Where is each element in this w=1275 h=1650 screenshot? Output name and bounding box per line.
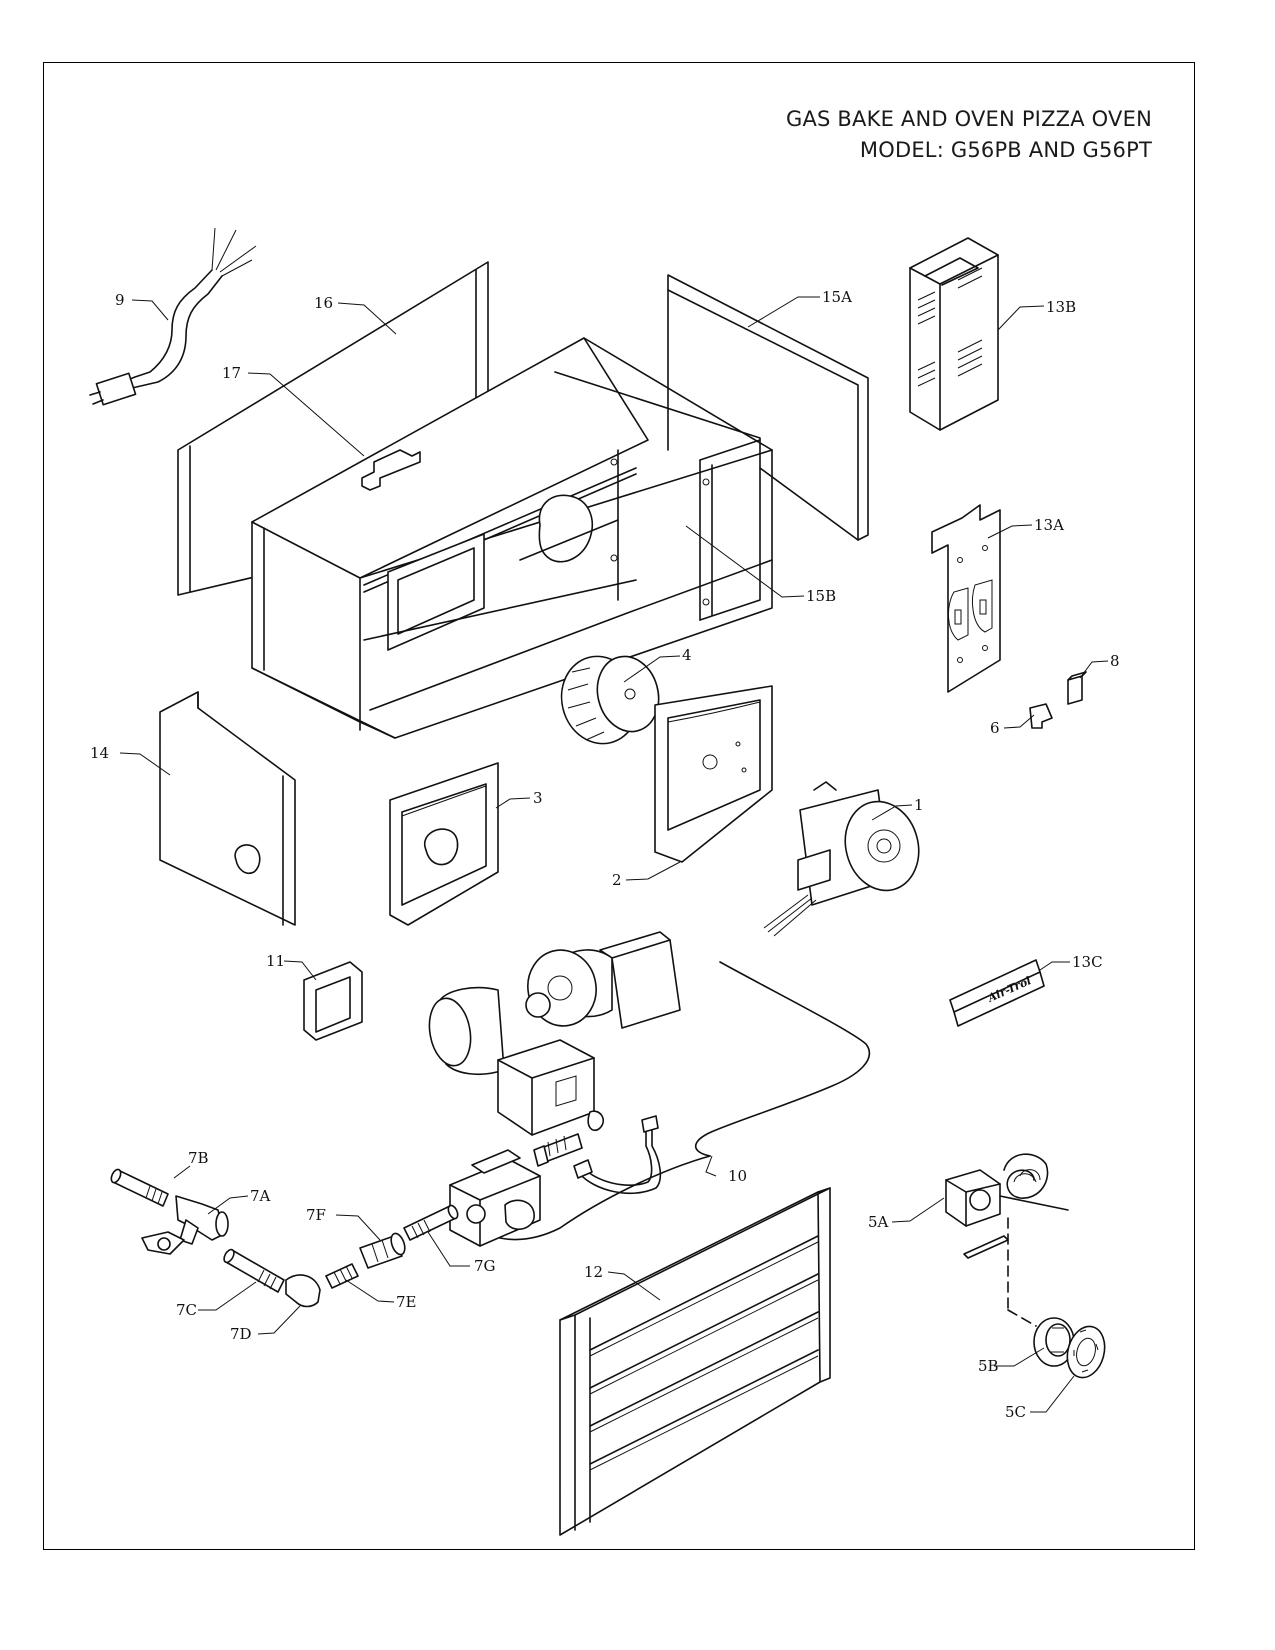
callout-7g: 7G (474, 1257, 496, 1275)
callout-11: 11 (266, 952, 285, 970)
callout-16: 16 (314, 294, 333, 312)
dial-plate-part-5c (1066, 1325, 1106, 1379)
pipe-nipple-part-7e (325, 1263, 359, 1289)
callout-7d: 7D (230, 1325, 252, 1343)
tee-fitting-part-7a (175, 1195, 229, 1245)
handle-part-17 (361, 449, 421, 491)
callout-5c: 5C (1005, 1403, 1026, 1421)
callout-15b: 15B (806, 587, 836, 605)
callout-17: 17 (222, 364, 241, 382)
callout-7f: 7F (306, 1206, 326, 1224)
shutoff-valve-handle (141, 1231, 185, 1255)
elbow-part-7d (285, 1274, 321, 1308)
power-cord-part-9 (89, 227, 257, 406)
rear-panel-part-15a (667, 274, 869, 541)
side-panel-part-14 (159, 691, 296, 926)
pipe-nipple-part-7b (110, 1168, 169, 1207)
callout-7e: 7E (396, 1293, 417, 1311)
pilot-tubing-part-10 (477, 961, 871, 1241)
blower-wheel-part-4 (560, 655, 660, 745)
callout-7a: 7A (250, 1187, 271, 1205)
burner-plate-part-3 (389, 762, 499, 926)
callout-13a: 13A (1034, 516, 1064, 534)
callout-3: 3 (533, 789, 543, 807)
oven-housing (251, 337, 773, 739)
gas-valve-assembly (449, 1115, 662, 1247)
callout-labels: 9 16 17 15A 13B 13A 15B 4 8 6 14 3 1 2 1… (90, 288, 1120, 1421)
control-box-part-13b (909, 237, 999, 431)
callout-15a: 15A (822, 288, 852, 306)
thermostat-part-5a (945, 1153, 1069, 1327)
callout-13c: 13C (1072, 953, 1103, 971)
union-fitting-part-7f (359, 1232, 406, 1269)
thermostat-knob-part-5b (1033, 1317, 1075, 1367)
name-plate-part-13c: Air-Trol (949, 959, 1045, 1027)
callout-4: 4 (682, 646, 692, 664)
pipe-nipple-part-7c (223, 1248, 285, 1293)
leader-lines (119, 296, 1109, 1413)
model-subtitle: MODEL: G56PB AND G56PT (859, 138, 1152, 162)
callout-10: 10 (728, 1167, 747, 1185)
callout-13b: 13B (1046, 298, 1076, 316)
callout-1: 1 (914, 796, 924, 814)
drawing-border (43, 62, 1195, 1550)
sight-glass-part-11 (303, 961, 363, 1041)
switch-part-6 (1029, 703, 1053, 729)
switch-part-8 (1067, 671, 1087, 705)
callout-7b: 7B (188, 1149, 209, 1167)
blower-motor-part-1 (763, 781, 920, 937)
blower-housing-part-2 (654, 685, 773, 863)
callout-8: 8 (1110, 652, 1120, 670)
callout-9: 9 (115, 291, 125, 309)
callout-6: 6 (990, 719, 1000, 737)
front-grille-part-12 (559, 1187, 831, 1536)
callout-12: 12 (584, 1263, 603, 1281)
pipe-nipple-part-7g (403, 1204, 459, 1241)
callout-7c: 7C (176, 1301, 197, 1319)
callout-2: 2 (612, 871, 622, 889)
callout-5b: 5B (978, 1357, 999, 1375)
mounting-plate-part-13a (931, 504, 1001, 693)
callout-14: 14 (90, 744, 109, 762)
burner-assembly (428, 931, 681, 1136)
frame-part-15b (554, 371, 761, 621)
callout-5a: 5A (868, 1213, 889, 1231)
diagram-title: GAS BAKE AND OVEN PIZZA OVEN (785, 107, 1152, 131)
